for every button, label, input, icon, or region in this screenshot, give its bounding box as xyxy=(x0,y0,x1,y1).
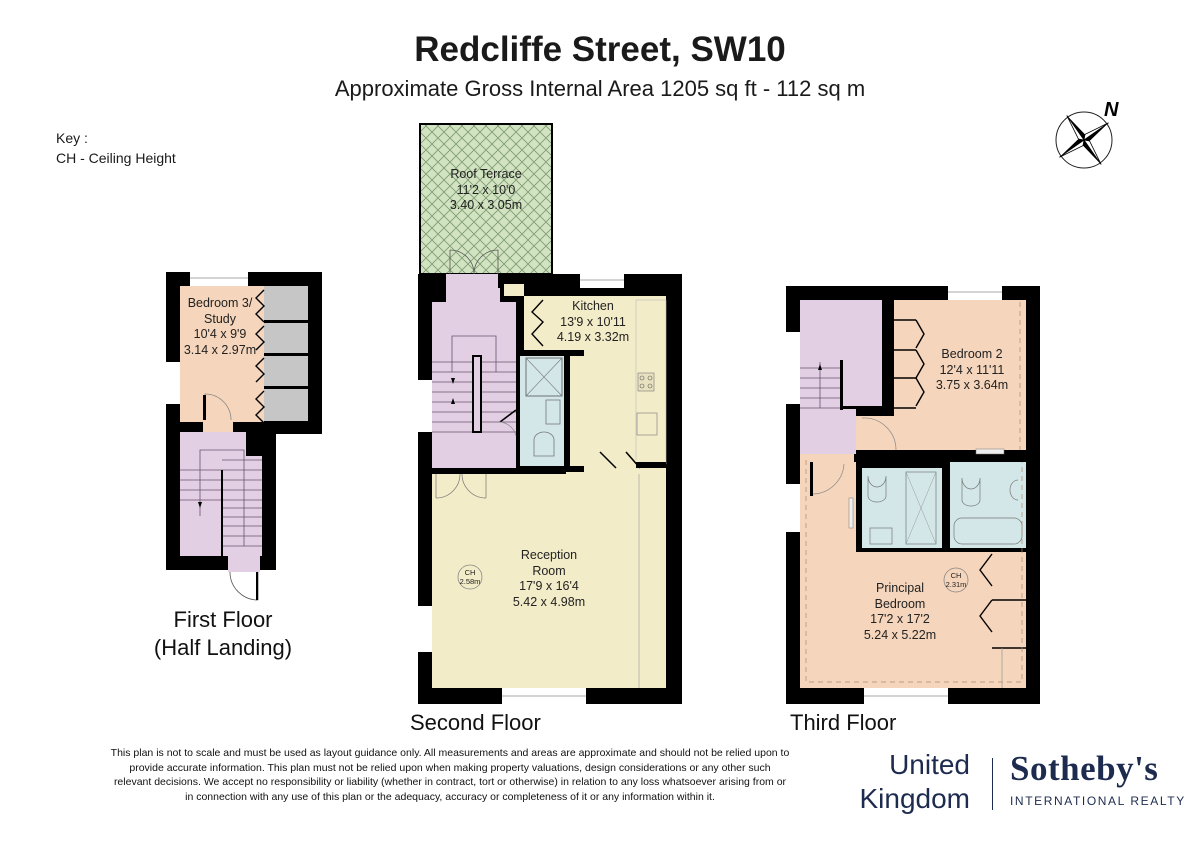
room-label-principal-bedroom: Principal Bedroom 17'2 x 17'2 5.24 x 5.2… xyxy=(863,581,937,642)
plan-subtitle: Approximate Gross Internal Area 1205 sq … xyxy=(334,76,866,101)
key-legend: Key : CH - Ceiling Height xyxy=(56,128,176,168)
reception-room-area xyxy=(432,472,666,688)
key-entry-ceiling-height: CH - Ceiling Height xyxy=(56,150,176,166)
en-suite-area xyxy=(862,468,942,548)
room-label-bedroom-3: Bedroom 3/ Study 10'4 x 9'9 3.14 x 2.97m xyxy=(183,296,257,357)
ceiling-height-label-principal: CH 2.31m xyxy=(945,571,967,589)
logo-divider xyxy=(992,758,993,810)
sothebys-logo: United Kingdom Sotheby's INTERNATIONAL R… xyxy=(859,748,1190,818)
room-label-kitchen: Kitchen 13'9 x 10'11 4.19 x 3.32m xyxy=(556,299,630,344)
plan-title: Redcliffe Street, SW10 xyxy=(414,30,786,69)
first-floor-plan xyxy=(166,272,322,601)
logo-region: United Kingdom xyxy=(859,749,970,814)
logo-tagline: INTERNATIONAL REALTY xyxy=(1010,794,1186,808)
second-floor-plan xyxy=(418,123,682,704)
key-heading: Key : xyxy=(56,130,88,146)
third-floor-plan xyxy=(786,286,1040,704)
floor-label-third: Third Floor xyxy=(790,710,897,735)
logo-brand: Sotheby's xyxy=(1010,749,1159,788)
bedroom-2-area xyxy=(894,300,1026,450)
room-label-reception: Reception Room 17'9 x 16'4 5.42 x 4.98m xyxy=(512,548,586,609)
room-label-roof-terrace: Roof Terrace 11'2 x 10'0 3.40 x 3.05m xyxy=(449,167,523,212)
bathroom-area xyxy=(950,462,1026,548)
ceiling-height-label-reception: CH 2.58m xyxy=(459,568,481,586)
disclaimer-text: This plan is not to scale and must be us… xyxy=(110,747,790,803)
ceiling-height-marker-reception xyxy=(457,564,483,590)
floor-label-second: Second Floor xyxy=(410,710,541,735)
bedroom-3-study-area xyxy=(180,286,264,422)
ceiling-height-marker-principal xyxy=(943,567,969,593)
roof-terrace-area xyxy=(419,123,553,275)
north-label: N xyxy=(1104,99,1119,121)
room-label-bedroom-2: Bedroom 2 12'4 x 11'11 3.75 x 3.64m xyxy=(935,347,1009,392)
floor-label-first: First Floor (Half Landing) xyxy=(153,607,293,660)
north-arrow-compass-icon: N xyxy=(1055,99,1119,169)
